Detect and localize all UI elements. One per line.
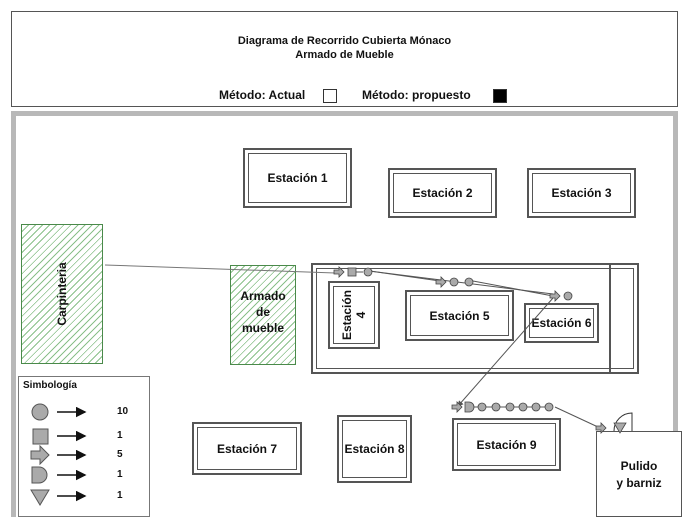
legend-title: Simbología (23, 380, 77, 391)
legend-circle-icon (31, 403, 49, 421)
legend-triangle-icon (30, 489, 50, 506)
diagram-header: Diagrama de Recorrido Cubierta Mónaco Ar… (11, 11, 678, 107)
station-2: Estación 2 (388, 168, 497, 218)
armado-area: Armado de mueble (230, 265, 296, 365)
flow-line-down (457, 297, 554, 407)
pulido-area: Pulido y barniz (596, 431, 682, 517)
symbol-cluster-bottom (451, 401, 554, 413)
door-arc (613, 412, 633, 432)
triangle-storage-icon (613, 422, 627, 434)
legend-square-icon (32, 428, 49, 445)
method-propuesto-checkbox[interactable] (493, 89, 507, 103)
circle-operation-icon (477, 402, 487, 412)
flow-line-carpinteria (104, 264, 336, 274)
legend: Simbología 10 1 5 1 1 (18, 376, 150, 517)
circle-operation-icon (518, 402, 528, 412)
diagram-title: Diagrama de Recorrido Cubierta Mónaco Ar… (12, 34, 677, 62)
legend-symbols (30, 403, 87, 506)
circle-operation-icon (505, 402, 515, 412)
workbench-enclosure (311, 263, 639, 374)
legend-d-icon (31, 466, 48, 484)
circle-operation-icon (531, 402, 541, 412)
legend-count-square: 1 (117, 430, 123, 441)
station-6: Estación 6 (524, 303, 599, 343)
arrow-transport-icon (435, 276, 447, 288)
legend-count-arrow: 5 (117, 449, 123, 460)
square-inspection-icon (347, 267, 357, 277)
circle-operation-icon (544, 402, 554, 412)
station-1: Estación 1 (243, 148, 352, 208)
method-actual-label: Método: Actual (219, 88, 306, 102)
legend-arrow-icon (30, 444, 50, 466)
symbol-cluster-top-middle (435, 276, 474, 288)
symbol-cluster-top-right (549, 290, 573, 302)
legend-count-d: 1 (117, 469, 123, 480)
arrow-transport-icon (549, 290, 561, 302)
flow-line-c (368, 270, 554, 295)
pulido-label-line2: y barniz (616, 476, 662, 490)
station-7: Estación 7 (192, 422, 302, 475)
arrow-transport-icon (451, 401, 463, 413)
station-4: Estación 4 (328, 281, 380, 349)
symbol-cluster-pulido (595, 422, 627, 434)
method-actual-checkbox[interactable] (323, 89, 337, 103)
armado-label-line2: de (255, 305, 270, 319)
armado-label-line3: mueble (241, 321, 284, 335)
arrow-transport-icon (333, 266, 345, 278)
title-line-2: Armado de Mueble (295, 49, 394, 61)
circle-operation-icon (363, 267, 373, 277)
title-line-1: Diagrama de Recorrido Cubierta Mónaco (237, 35, 452, 47)
flow-line-to-pulido (554, 406, 599, 428)
symbol-cluster-top-left (333, 266, 373, 278)
arrow-transport-icon (595, 422, 607, 434)
station-8: Estación 8 (337, 415, 412, 483)
station-5: Estación 5 (405, 290, 514, 341)
carpinteria-area: Carpinteria (21, 224, 103, 364)
circle-operation-icon (464, 277, 474, 287)
station-9: Estación 9 (452, 418, 561, 471)
station-3: Estación 3 (527, 168, 636, 218)
circle-operation-icon (563, 291, 573, 301)
circle-operation-icon (491, 402, 501, 412)
legend-count-triangle: 1 (117, 490, 123, 501)
legend-count-circle: 10 (117, 406, 129, 417)
pulido-label-line1: Pulido (620, 459, 658, 473)
d-delay-icon (464, 401, 475, 413)
armado-label-line1: Armado (240, 289, 286, 303)
method-propuesto-label: Método: propuesto (362, 88, 471, 102)
circle-operation-icon (449, 277, 459, 287)
